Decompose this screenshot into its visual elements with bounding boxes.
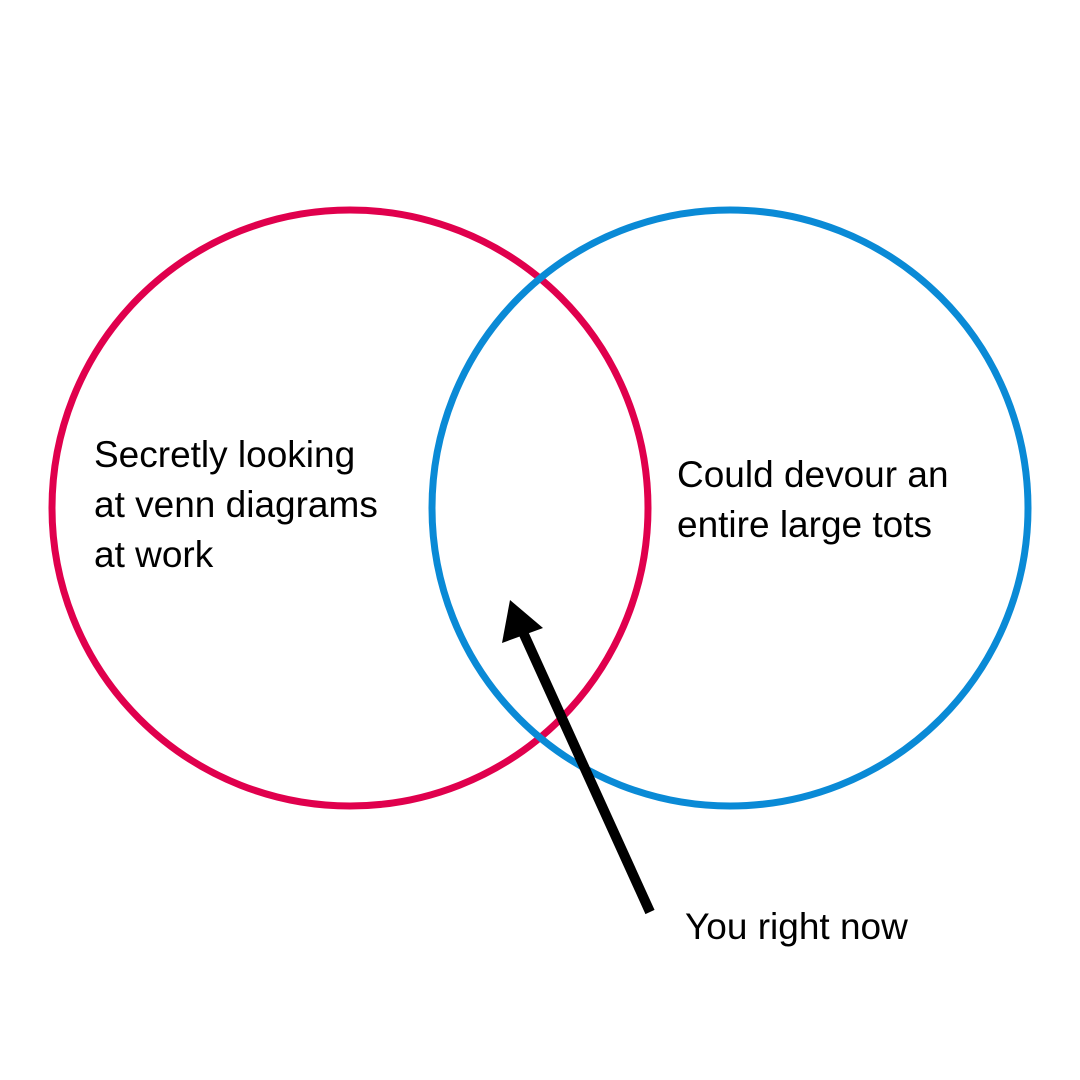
pointer-arrow-shaft (517, 627, 655, 915)
right-set-circle (428, 206, 1032, 810)
pointer-arrow-head (502, 600, 543, 643)
left-set-label-line: at work (94, 534, 214, 575)
left-set-label: Secretly looking at venn diagrams at wor… (94, 430, 378, 580)
right-set-label: Could devour an entire large tots (677, 450, 949, 550)
right-set-label-line: entire large tots (677, 504, 933, 545)
left-set-circle (48, 206, 652, 810)
pointer-label: You right now (685, 906, 908, 947)
right-set-label-line: Could devour an (677, 454, 949, 495)
left-set-label-line: Secretly looking (94, 434, 356, 475)
left-set-label-line: at venn diagrams (94, 484, 378, 525)
